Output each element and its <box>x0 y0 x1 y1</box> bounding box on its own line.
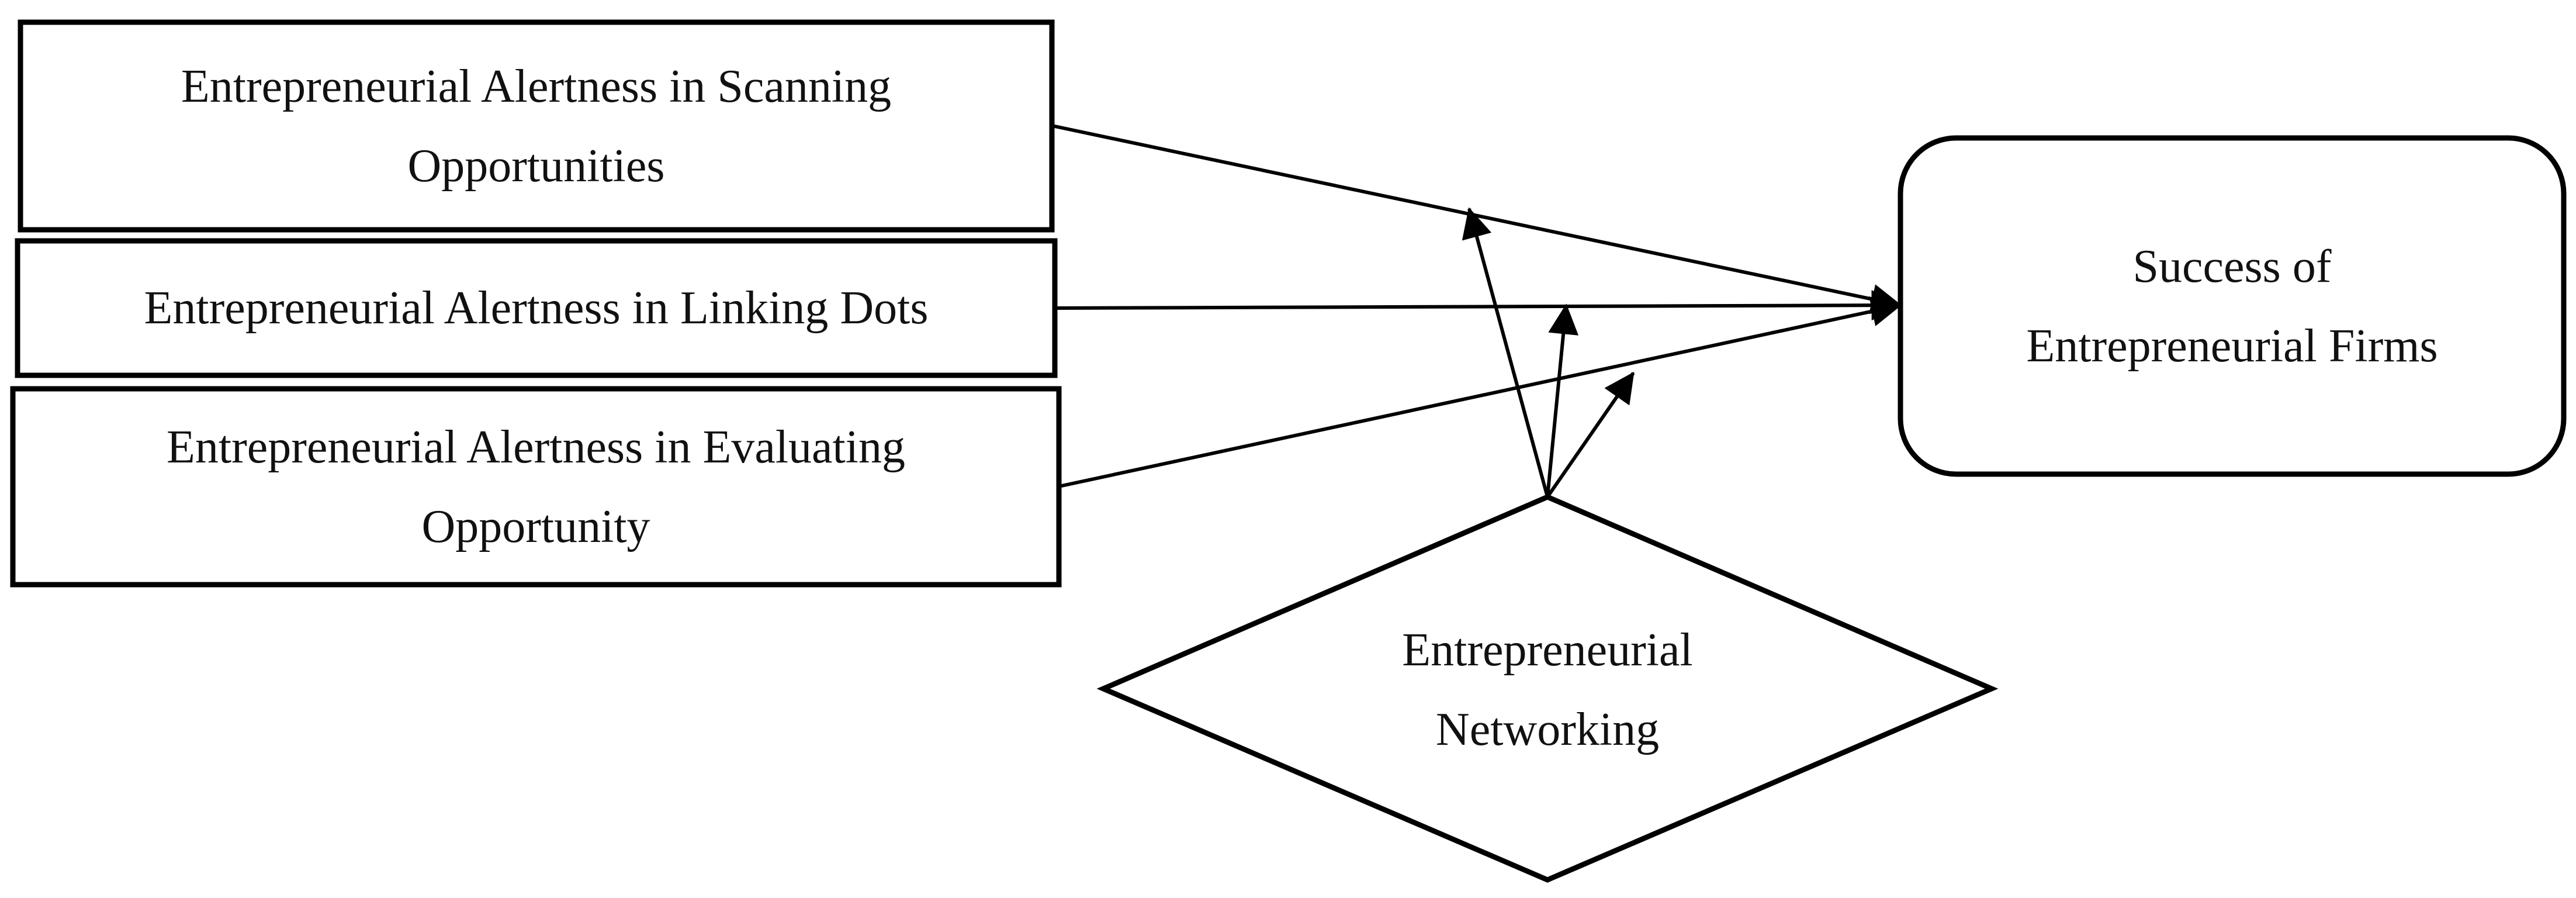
networking-label-line2: Networking <box>1435 704 1660 755</box>
networking-diamond <box>1096 494 1999 883</box>
moderator-arrow-evaluating <box>1546 371 1635 498</box>
evaluating-label-line2: Opportunity <box>421 500 650 552</box>
networking-label-line1: Entrepreneurial <box>1402 624 1693 676</box>
linking-label: Entrepreneurial Alertness in Linking Dot… <box>18 241 1055 375</box>
scanning-label-line1: Entrepreneurial Alertness in Scanning <box>181 60 892 112</box>
scanning-label: Entrepreneurial Alertness in Scanning Op… <box>20 22 1052 230</box>
success-label: Success of Entrepreneurial Firms <box>1900 138 2564 474</box>
arrow-linking-to-success <box>1054 290 1902 321</box>
linking-label-line1: Entrepreneurial Alertness in Linking Dot… <box>144 282 929 334</box>
evaluating-label-line1: Entrepreneurial Alertness in Evaluating <box>166 421 906 473</box>
scanning-label-line2: Opportunities <box>407 140 665 192</box>
arrow-evaluating-to-success <box>1058 296 1902 488</box>
networking-label: Entrepreneurial Networking <box>1314 611 1781 769</box>
scanning-box <box>18 19 1055 233</box>
moderator-arrow-linking <box>1546 303 1579 498</box>
success-label-line1: Success of <box>2132 240 2332 292</box>
evaluating-label: Entrepreneurial Alertness in Evaluating … <box>13 389 1059 585</box>
evaluating-box <box>10 386 1062 588</box>
success-label-line2: Entrepreneurial Firms <box>2026 320 2438 372</box>
linking-box <box>15 238 1058 378</box>
arrow-scanning-to-success <box>1051 124 1902 315</box>
moderator-arrow-scanning <box>1462 207 1549 498</box>
